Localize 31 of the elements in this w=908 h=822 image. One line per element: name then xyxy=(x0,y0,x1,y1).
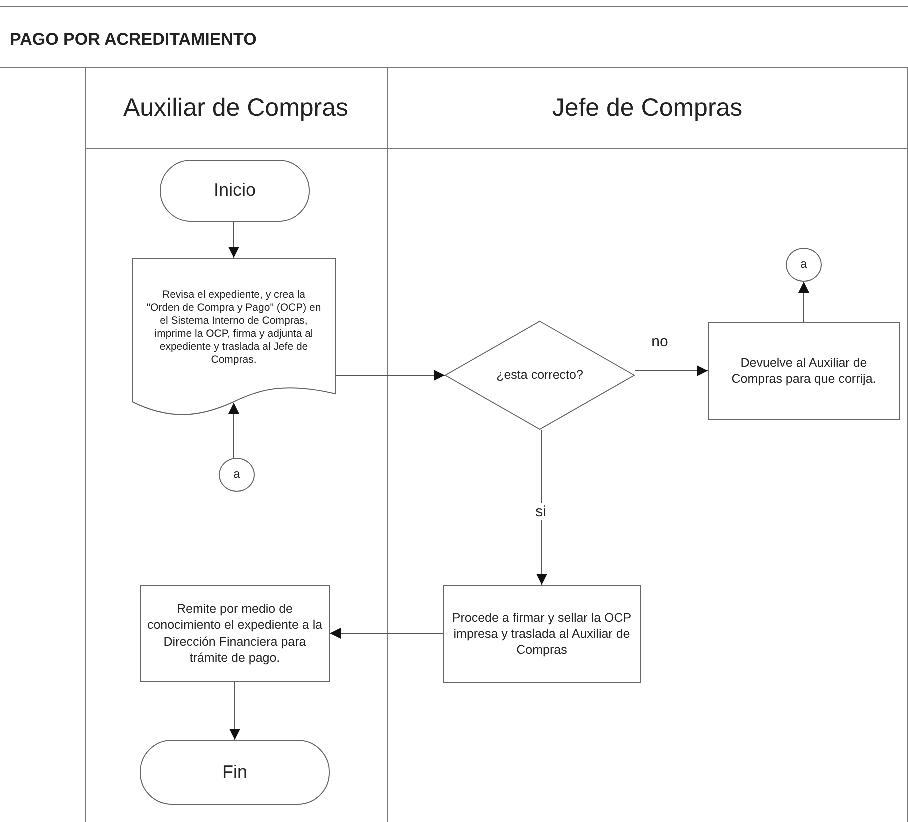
connector-circle xyxy=(219,458,255,492)
terminal-shape xyxy=(140,740,330,805)
arrow xyxy=(336,370,446,381)
node-text: Remite por medio de conocimiento el expediente a la Dirección Financiera para trámite de pago. xyxy=(147,601,323,666)
node-text: a xyxy=(800,257,808,273)
lane-title: Jefe de Compras xyxy=(552,94,743,122)
node-text: Procede a firmar y sellar la OCP impresa y traslada al Auxiliar de Compras xyxy=(451,610,633,658)
arrow xyxy=(330,628,444,639)
terminal-shape xyxy=(160,160,310,222)
lane-title: Auxiliar de Compras xyxy=(123,94,349,122)
process-box xyxy=(443,585,641,683)
node-text: ¿esta correcto? xyxy=(496,367,584,384)
node-text: a xyxy=(234,467,240,483)
swimlane xyxy=(85,68,388,822)
arrow xyxy=(228,222,240,258)
node-text: Revisa el expediente, y crea la "Orden de Compra y Pago" (OCP) en el Sistema Interno de Compras, imprime la OCP, firma y adjunta al expediente y traslada al Jefe de Compras. xyxy=(146,288,322,368)
arrow xyxy=(536,430,548,586)
arrow xyxy=(228,402,240,458)
arrow xyxy=(230,682,240,740)
edge-label: si xyxy=(534,504,548,520)
connector-circle xyxy=(786,248,822,282)
decision-diamond xyxy=(445,321,635,430)
node-text: Inicio xyxy=(214,179,256,202)
diagram-title: PAGO POR ACREDITAMIENTO xyxy=(10,30,257,50)
node-text: Fin xyxy=(222,760,248,784)
process-box xyxy=(140,585,330,682)
arrow xyxy=(634,366,708,376)
arrow xyxy=(798,282,810,322)
swimlane xyxy=(388,68,908,822)
process-box xyxy=(708,322,900,420)
node-text: Devuelve al Auxiliar de Compras para que corrija. xyxy=(730,354,878,388)
